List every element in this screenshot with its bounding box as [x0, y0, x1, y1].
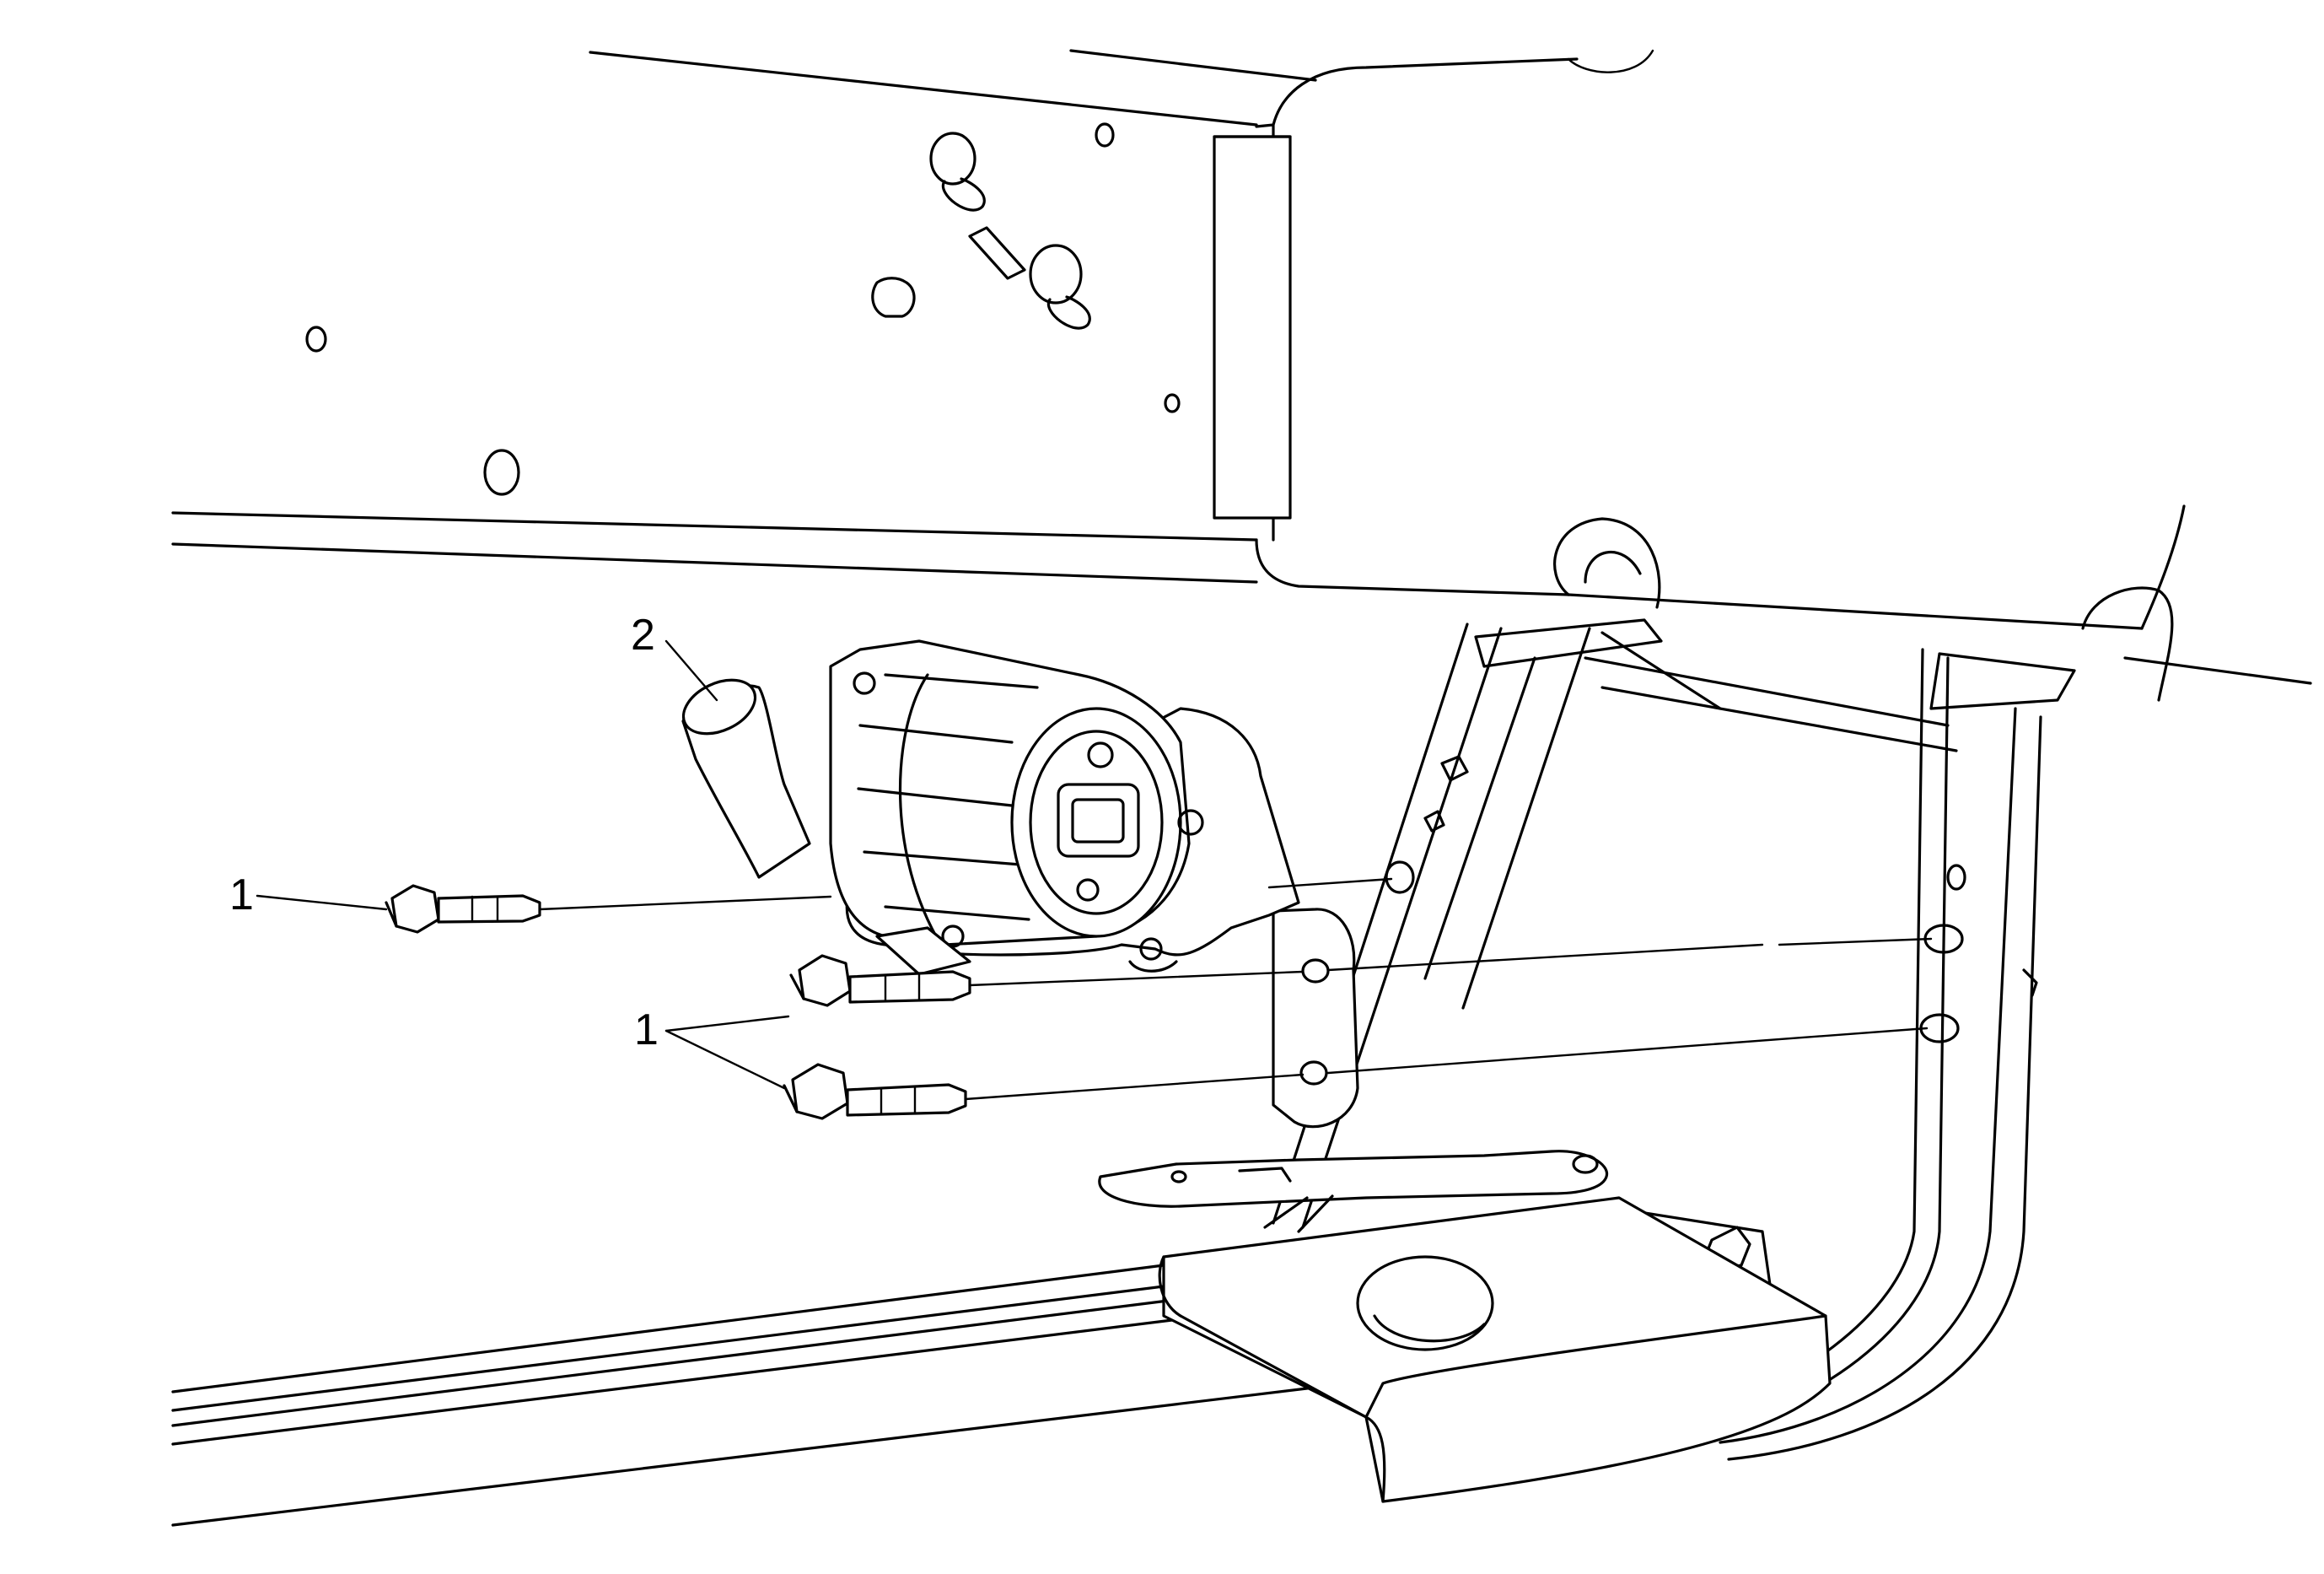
- alignment-lines: [538, 877, 1933, 1101]
- callout-label-1a: 1: [229, 871, 254, 919]
- lower-rails: [171, 1264, 1351, 1527]
- panel-holes: [305, 122, 1181, 496]
- leader-lines: [256, 639, 790, 1090]
- bolt-icon: [385, 884, 971, 1120]
- callout-labels: 1 1 2: [229, 611, 659, 1054]
- callout-label-2: 2: [631, 611, 655, 660]
- tow-bracket: [1158, 1196, 1832, 1503]
- mounting-frame: [1272, 618, 2076, 1461]
- callout-label-1b: 1: [634, 1005, 659, 1054]
- pump-icon: [681, 639, 1300, 976]
- underbody-panel: [171, 49, 2312, 702]
